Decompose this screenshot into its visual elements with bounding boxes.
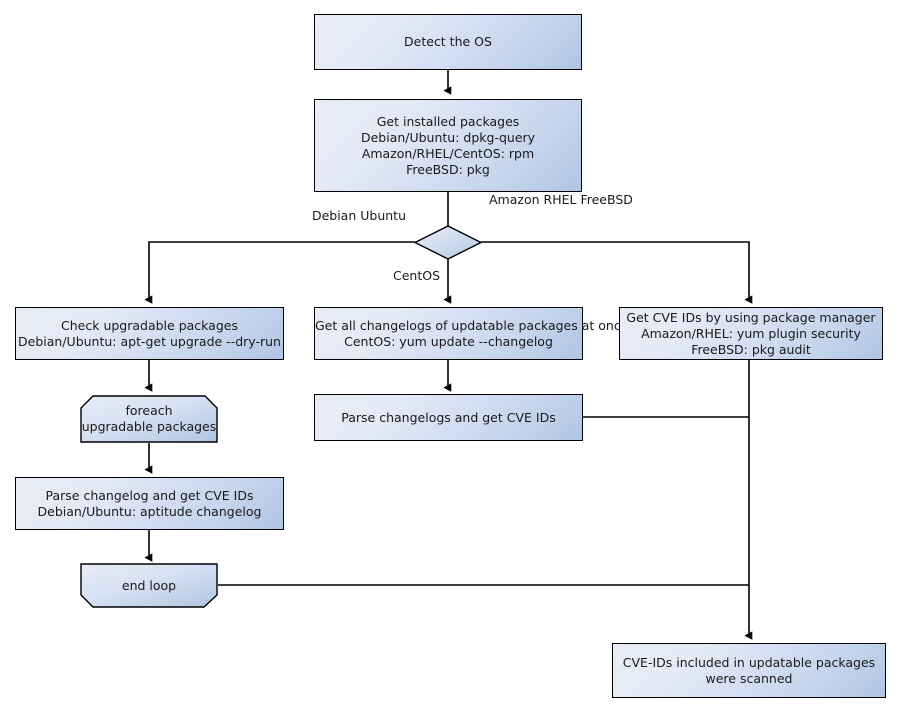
node-get-all-changelogs-line-2: CentOS: yum update --changelog: [344, 333, 553, 349]
node-foreach-line-2: upgradable packages: [81, 419, 217, 434]
node-get-installed-packages-line-2: Debian/Ubuntu: dpkg-query: [360, 129, 536, 145]
node-parse-changelog-single-line-1: Parse changelog and get CVE IDs: [45, 487, 254, 503]
node-get-installed-packages-line-1: Get installed packages: [376, 113, 520, 129]
node-foreach-loop-start[interactable]: foreach upgradable packages: [80, 395, 218, 443]
node-detect-os-line-1: Detect the OS: [404, 34, 492, 49]
node-os-decision[interactable]: [413, 225, 483, 260]
node-get-installed-packages-line-3: Amazon/RHEL/CentOS: rpm: [361, 145, 535, 161]
node-parse-changelogs-multi[interactable]: Parse changelogs and get CVE IDs: [314, 394, 583, 441]
edge-decision-amazon: [481, 241, 753, 304]
node-check-upgradable-line-2: Debian/Ubuntu: apt-get upgrade --dry-run: [18, 333, 281, 349]
node-get-installed-packages[interactable]: Get installed packages Debian/Ubuntu: dp…: [314, 99, 582, 192]
node-get-installed-packages-line-4: FreeBSD: pkg: [406, 161, 490, 177]
edge-label-centos: CentOS: [340, 268, 440, 284]
node-detect-os[interactable]: Detect the OS: [314, 14, 582, 70]
edge-decision-debian: [144, 241, 415, 304]
node-get-cve-ids-pkg-manager[interactable]: Get CVE IDs by using package manager Ama…: [619, 307, 883, 360]
node-get-all-changelogs[interactable]: Get all changelogs of updatable packages…: [314, 307, 629, 360]
node-scanned-result-line-1: CVE-IDs included in updatable packages: [622, 654, 876, 670]
edge-label-centos-text: CentOS: [392, 268, 440, 283]
node-scanned-result-line-2: were scanned: [705, 670, 793, 686]
edge-label-ubuntu: Ubuntu: [360, 208, 406, 223]
node-check-upgradable-line-1: Check upgradable packages: [61, 317, 238, 333]
node-scanned-result[interactable]: CVE-IDs included in updatable packages w…: [612, 643, 886, 698]
loop-end-shape: [80, 563, 218, 608]
edge-label-amazon-rhel-freebsd: Amazon RHEL FreeBSD: [489, 192, 633, 208]
node-parse-changelogs-multi-line-1: Parse changelogs and get CVE IDs: [341, 409, 556, 425]
node-end-loop-line-1: end loop: [121, 577, 177, 593]
edge-label-debian-ubuntu: Debian Ubuntu: [280, 208, 406, 224]
node-foreach-line-1: foreach: [125, 403, 173, 418]
node-get-cve-ids-line-3: FreeBSD: pkg audit: [691, 341, 811, 357]
node-parse-changelog-single[interactable]: Parse changelog and get CVE IDs Debian/U…: [15, 477, 284, 530]
edge-label-rhel: RHEL: [543, 192, 577, 207]
node-check-upgradable[interactable]: Check upgradable packages Debian/Ubuntu:…: [15, 307, 284, 360]
edge-label-amazon: Amazon: [489, 192, 540, 207]
node-get-cve-ids-line-2: Amazon/RHEL: yum plugin security: [641, 325, 861, 341]
node-get-cve-ids-line-1: Get CVE IDs by using package manager: [626, 309, 876, 325]
edge-label-freebsd: FreeBSD: [580, 192, 633, 207]
node-get-all-changelogs-line-1: Get all changelogs of updatable packages…: [315, 317, 629, 333]
loop-start-shape: [80, 395, 218, 443]
edge-label-debian: Debian: [311, 208, 357, 223]
node-end-loop[interactable]: end loop: [80, 563, 218, 608]
node-parse-changelog-single-line-2: Debian/Ubuntu: aptitude changelog: [37, 503, 262, 519]
